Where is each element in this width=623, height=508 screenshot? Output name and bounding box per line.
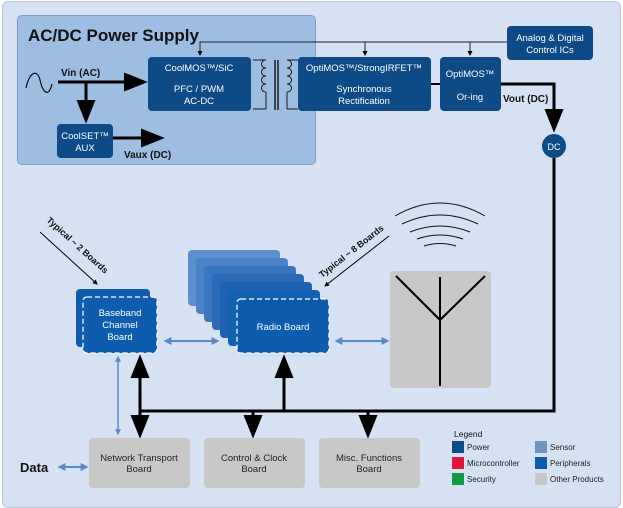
pfc-line2: PFC / PWM	[174, 84, 224, 95]
vout-line	[501, 82, 564, 133]
network-line2: Board	[126, 464, 151, 475]
misc-line1: Misc. Functions	[336, 453, 402, 464]
sync-line3: Rectification	[338, 96, 390, 107]
clock-line2: Board	[241, 464, 266, 475]
legend-swatch	[452, 473, 464, 485]
network-line1: Network Transport	[100, 453, 178, 464]
legend-item-sensor: Sensor	[535, 441, 576, 453]
legend-swatch	[535, 457, 547, 469]
vout-label: Vout (DC)	[503, 94, 548, 105]
antenna-block[interactable]	[390, 271, 491, 388]
legend-swatch	[452, 457, 464, 469]
baseband-line1: Baseband	[99, 308, 142, 319]
vaux-label: Vaux (DC)	[124, 150, 171, 161]
vin-label: Vin (AC)	[61, 68, 100, 79]
baseband-channel-board[interactable]: Baseband Channel Board	[76, 289, 158, 354]
oring-block[interactable]: OptiMOS™ Or-ing	[440, 57, 501, 111]
legend-label: Sensor	[550, 443, 576, 452]
control-line2: Control ICs	[526, 45, 574, 56]
legend-label: Security	[467, 475, 496, 484]
pfc-line3: AC-DC	[184, 96, 214, 107]
data-label: Data	[20, 460, 49, 475]
control-ics-block[interactable]: Analog & Digital Control ICs	[507, 26, 593, 60]
legend-item-other-products: Other Products	[535, 473, 604, 485]
legend-swatch	[535, 441, 547, 453]
legend-label: Power	[467, 443, 490, 452]
control-line1: Analog & Digital	[516, 33, 584, 44]
legend-label: Other Products	[550, 475, 604, 484]
baseband-annotation-arrow	[39, 231, 98, 285]
legend-swatch	[535, 473, 547, 485]
transformer-icon	[253, 59, 298, 110]
wireless-signal-icon	[394, 202, 486, 247]
misc-functions-board[interactable]: Misc. Functions Board	[319, 438, 420, 488]
clock-line1: Control & Clock	[221, 453, 287, 464]
legend-title: Legend	[454, 429, 483, 439]
control-bus	[197, 41, 508, 56]
baseband-line2: Channel	[102, 320, 137, 331]
sync-rectification-block[interactable]: OptiMOS™/StrongIRFET™ Synchronous Rectif…	[298, 57, 431, 111]
ac-source-icon	[25, 72, 53, 94]
oring-line2: Or-ing	[457, 92, 483, 103]
sync-line2: Synchronous	[336, 84, 392, 95]
legend-label: Peripherals	[550, 459, 590, 468]
aux-line1: CoolSET™	[61, 131, 109, 142]
legend-item-security: Security	[452, 473, 496, 485]
psu-title: AC/DC Power Supply	[28, 26, 200, 45]
radio-annotation: Typical ~ 8 Boards	[317, 223, 386, 280]
legend-item-microcontroller: Microcontroller	[452, 457, 520, 469]
legend: Legend Power Microcontroller Security Se…	[452, 429, 604, 485]
pfc-pwm-block[interactable]: CoolMOS™/SiC PFC / PWM AC-DC	[148, 57, 251, 111]
power-distribution	[130, 354, 378, 439]
oring-line1: OptiMOS™	[446, 69, 495, 80]
antenna-icon	[395, 275, 486, 386]
legend-item-peripherals: Peripherals	[535, 457, 590, 469]
legend-label: Microcontroller	[467, 459, 520, 468]
aux-line2: AUX	[75, 143, 95, 154]
dc-bus-line	[140, 158, 556, 413]
radio-board-label: Radio Board	[257, 322, 310, 333]
coolset-aux-block[interactable]: CoolSET™ AUX	[57, 124, 113, 158]
vin-line	[58, 72, 148, 124]
dc-node: DC	[542, 134, 566, 158]
control-clock-board[interactable]: Control & Clock Board	[204, 438, 305, 488]
legend-item-power: Power	[452, 441, 490, 453]
sync-line1: OptiMOS™/StrongIRFET™	[306, 63, 422, 74]
baseband-line3: Board	[107, 332, 132, 343]
misc-line2: Board	[356, 464, 381, 475]
radio-board[interactable]: Radio Board	[236, 298, 330, 354]
pfc-line1: CoolMOS™/SiC	[165, 63, 234, 74]
data-links	[57, 337, 390, 471]
dc-node-label: DC	[548, 142, 561, 152]
legend-swatch	[452, 441, 464, 453]
network-transport-board[interactable]: Network Transport Board	[89, 438, 190, 488]
radio-annotation-arrow	[324, 235, 390, 287]
